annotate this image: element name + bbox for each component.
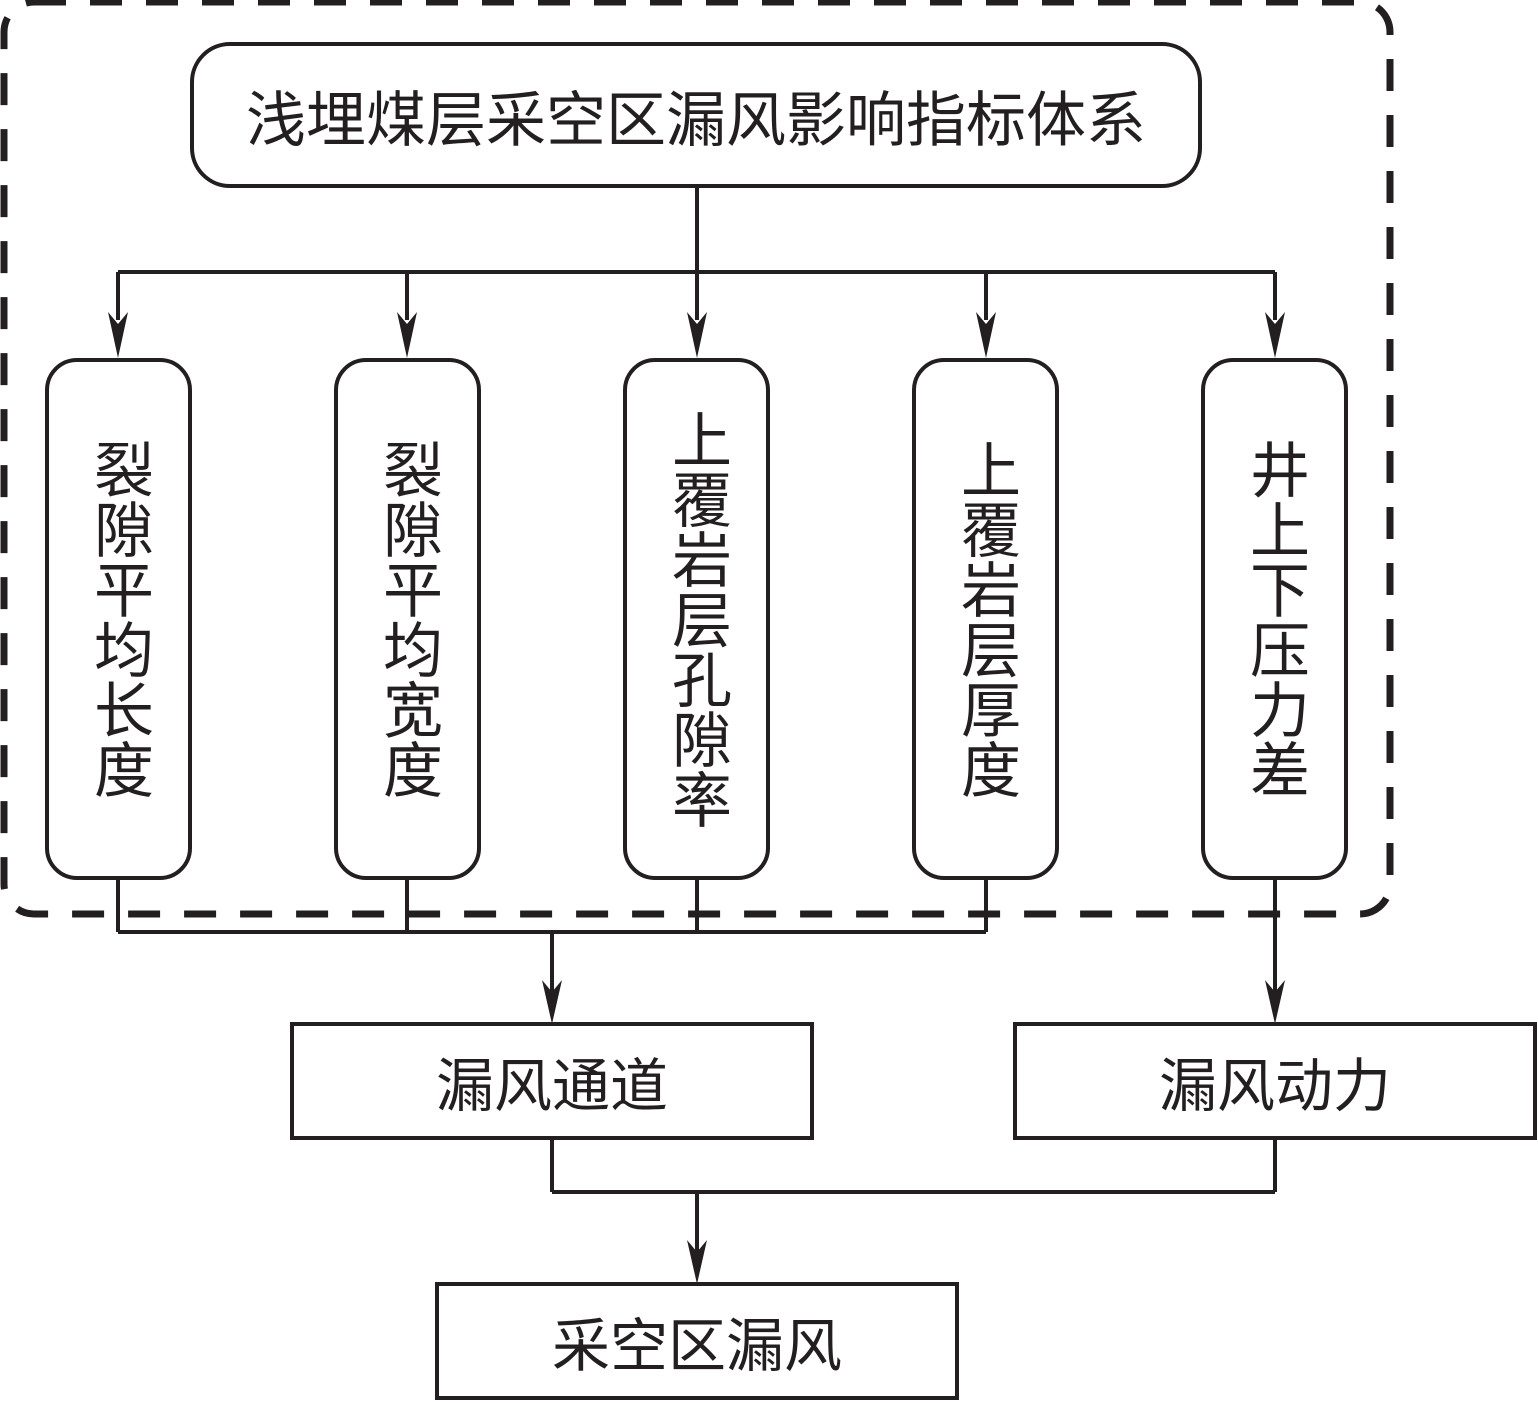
indicator-node-overburden-thickness: 上覆岩层厚度	[912, 358, 1059, 880]
arrowhead-icon	[1265, 980, 1285, 1024]
title-node: 浅埋煤层采空区漏风影响指标体系	[190, 42, 1202, 188]
indicator-node-overburden-porosity: 上覆岩层孔隙率	[623, 358, 770, 880]
indicator-label: 裂隙平均长度	[83, 439, 154, 799]
result-label: 采空区漏风	[551, 1312, 842, 1380]
arrowhead-icon	[542, 980, 562, 1024]
indicator-label: 上覆岩层厚度	[950, 439, 1021, 799]
leak-power-label: 漏风动力	[1158, 1052, 1391, 1120]
indicator-label: 井上下压力差	[1239, 439, 1310, 799]
arrowhead-icon	[687, 312, 707, 358]
arrowhead-icon	[976, 312, 996, 358]
leak-channel-node: 漏风通道	[290, 1022, 814, 1140]
arrowhead-icon	[397, 312, 417, 358]
leak-power-node: 漏风动力	[1013, 1022, 1537, 1140]
arrowhead-icon	[687, 1240, 707, 1284]
indicator-node-pressure-difference: 井上下压力差	[1201, 358, 1348, 880]
indicator-label: 裂隙平均宽度	[372, 439, 443, 799]
collection-lines	[116, 878, 1277, 1000]
indicator-label: 上覆岩层孔隙率	[661, 409, 732, 829]
arrowhead-icon	[1265, 312, 1285, 358]
result-node: 采空区漏风	[435, 1282, 959, 1400]
indicator-node-crack-width: 裂隙平均宽度	[334, 358, 481, 880]
merge-lines	[550, 1138, 1277, 1262]
leak-channel-label: 漏风通道	[435, 1052, 668, 1120]
distribution-drops	[116, 272, 1277, 320]
indicator-node-crack-length: 裂隙平均长度	[45, 358, 192, 880]
arrowhead-icon	[108, 312, 128, 358]
title-text: 浅埋煤层采空区漏风影响指标体系	[246, 85, 1146, 156]
arrowheads-to-indicators	[108, 312, 1285, 358]
